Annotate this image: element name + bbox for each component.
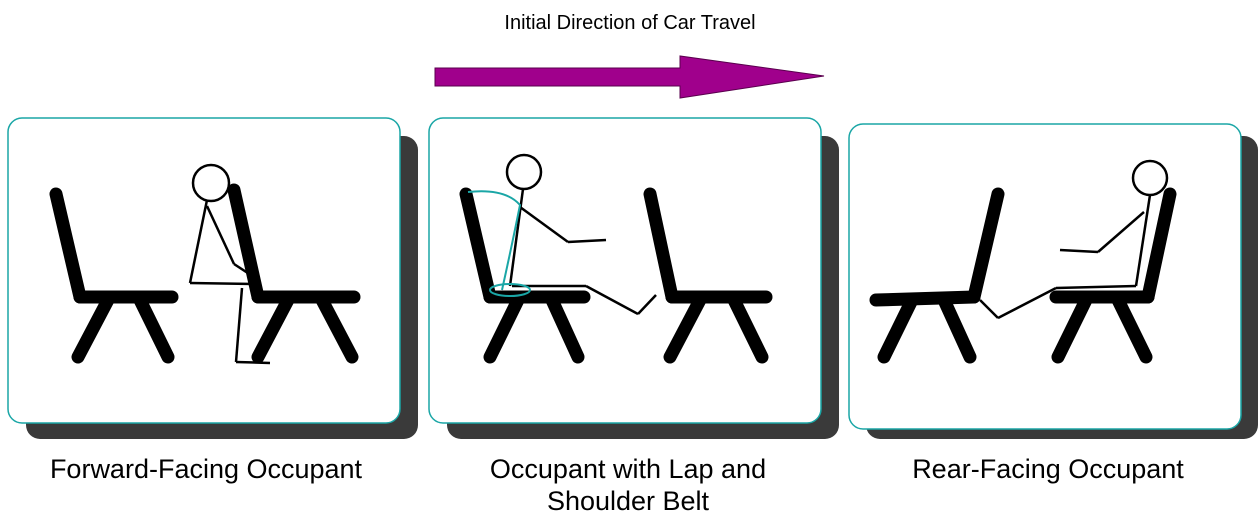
caption-line: Occupant with Lap and: [418, 453, 838, 485]
caption-forward-facing: Forward-Facing Occupant: [0, 453, 416, 485]
caption-rear-facing: Rear-Facing Occupant: [838, 453, 1258, 485]
panel-frame: [8, 118, 400, 423]
panel-frame: [849, 124, 1241, 429]
direction-arrow: [435, 56, 824, 98]
caption-lap-shoulder-belt: Occupant with Lap and Shoulder Belt: [418, 453, 838, 517]
panel-lap-shoulder-belt: [429, 118, 839, 439]
caption-line: Shoulder Belt: [418, 485, 838, 517]
panel-forward-facing: [8, 118, 418, 439]
panel-rear-facing: [849, 124, 1258, 439]
